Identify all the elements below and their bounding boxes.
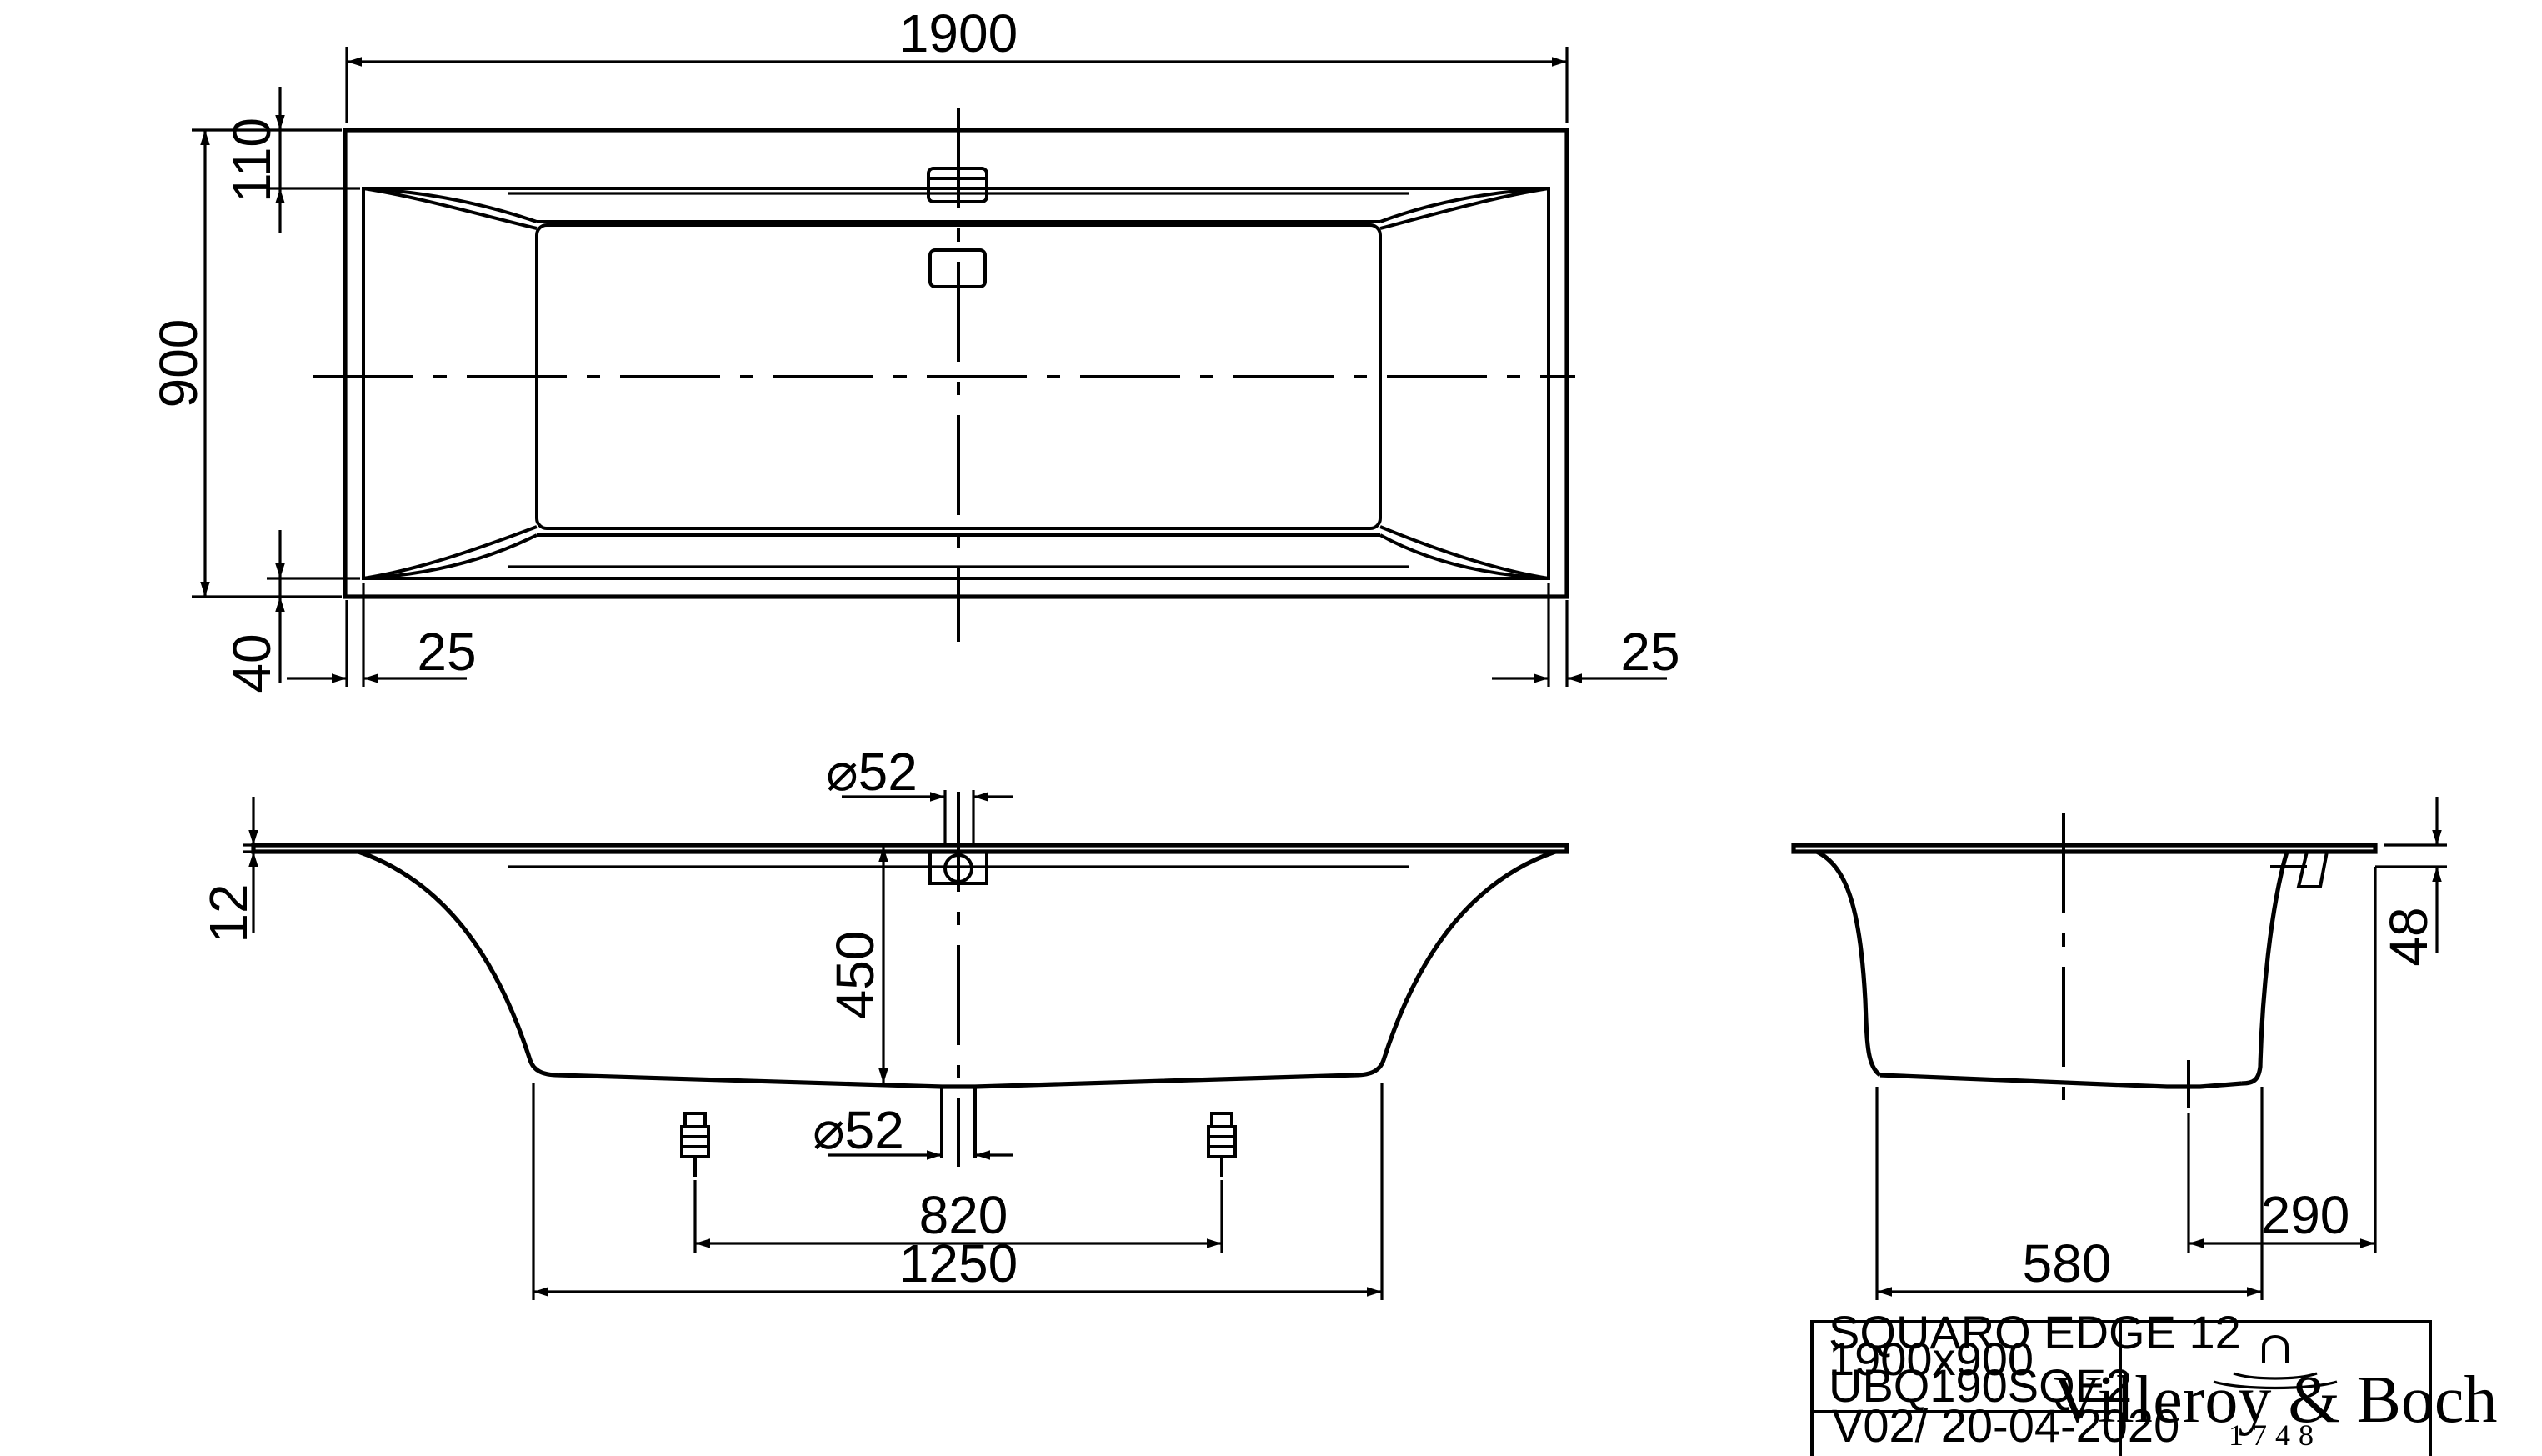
dim-depth: 450 — [825, 931, 885, 1020]
dim-rim-bottom: 40 — [222, 633, 282, 693]
top-view-slope-right-bottom — [1379, 525, 1549, 580]
front-view-rim — [251, 843, 1569, 854]
dim-overflow-height: 48 — [2379, 907, 2439, 966]
side-view: 48 290 580 — [1791, 797, 2447, 1300]
dim-feet-spacing: 820 — [919, 1185, 1008, 1245]
dim-rim-thickness: 12 — [198, 883, 258, 943]
brand-logo: Villeroy & Boch 1748 — [2054, 1335, 2498, 1452]
front-view-body-left — [358, 849, 559, 1078]
side-view-body-left — [1815, 849, 1882, 1078]
dim-base-width: 580 — [2023, 1233, 2112, 1293]
brand-year: 1748 — [2229, 1418, 2322, 1452]
top-view-slope-left-top — [363, 187, 538, 230]
front-view: ⌀52 12 450 ⌀52 820 1250 — [198, 742, 1569, 1300]
foot-right — [1207, 1112, 1237, 1177]
top-view-inner-rim — [362, 187, 1550, 580]
dim-overall-length: 1900 — [899, 3, 1018, 63]
article-code: UBQ190SQE2 — [1829, 1359, 2132, 1412]
dim-overall-width: 900 — [148, 319, 208, 408]
top-view-outer-rim — [343, 128, 1569, 599]
top-view-slope-right-top — [1379, 187, 1549, 230]
version-date: V02/ 20-04-2020 — [1832, 1399, 2179, 1452]
foot-left — [680, 1112, 710, 1177]
side-view-rim — [1791, 843, 2378, 854]
side-view-body-right — [2241, 851, 2289, 1086]
front-view-body-right — [1354, 849, 1556, 1078]
brand-name: Villeroy & Boch — [2054, 1363, 2498, 1437]
side-view-overflow — [2296, 851, 2329, 888]
dim-right-offset: 25 — [1620, 622, 1679, 682]
product-name: SQUARO EDGE 12 — [1829, 1306, 2241, 1358]
dim-base-length: 1250 — [899, 1233, 1018, 1293]
title-block: SQUARO EDGE 12 1900x900 UBQ190SQE2 V02/ … — [1810, 1306, 2498, 1456]
dim-overflow-diameter: ⌀52 — [826, 742, 918, 802]
front-view-drain — [940, 1087, 977, 1158]
faucet-icon — [2262, 1335, 2289, 1363]
top-view: 1900 900 110 40 25 25 — [148, 3, 1680, 693]
product-size: 1900x900 — [1829, 1333, 2034, 1385]
front-view-bottom — [558, 1073, 1356, 1089]
top-view-slope-left-bottom — [363, 525, 538, 580]
dim-rim-top: 110 — [222, 118, 282, 203]
dim-drain-diameter: ⌀52 — [813, 1100, 904, 1160]
dim-left-offset: 25 — [417, 622, 476, 682]
dim-drain-offset: 290 — [2261, 1185, 2350, 1245]
